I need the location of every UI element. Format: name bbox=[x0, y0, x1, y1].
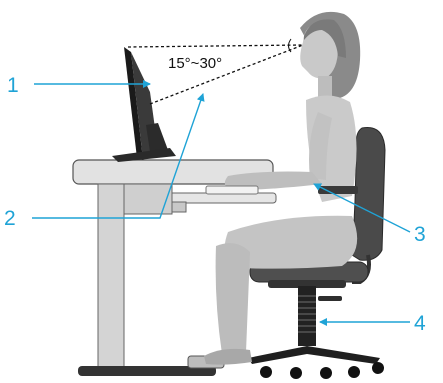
belt bbox=[318, 186, 358, 194]
foot bbox=[204, 349, 252, 365]
keyboard bbox=[206, 186, 258, 194]
chair-base bbox=[248, 346, 380, 364]
spring-rings bbox=[298, 296, 316, 332]
monitor bbox=[112, 47, 176, 162]
callout-number-2: 2 bbox=[4, 207, 16, 230]
desk-support-bar bbox=[172, 202, 186, 212]
chair-gas-spring bbox=[298, 286, 316, 346]
seated-woman bbox=[204, 12, 360, 365]
angle-label: 15°~30° bbox=[168, 55, 222, 72]
viewing-angle-wedge: 15°~30° bbox=[128, 39, 303, 104]
wheel bbox=[372, 362, 384, 374]
callout-number-1: 1 bbox=[7, 74, 19, 97]
callout-number-4: 4 bbox=[414, 312, 426, 335]
wheel bbox=[348, 366, 360, 378]
wheel bbox=[320, 367, 332, 379]
lower-sight-line bbox=[150, 45, 303, 104]
neck bbox=[318, 76, 332, 98]
chair-wheels bbox=[260, 362, 384, 379]
desk-leg-right bbox=[124, 184, 172, 214]
wheel bbox=[290, 367, 302, 379]
chair-lever bbox=[318, 296, 342, 301]
wheel bbox=[260, 366, 272, 378]
desk-leg-left bbox=[98, 184, 124, 372]
callout-number-3: 3 bbox=[414, 223, 426, 246]
horizontal-sight-line bbox=[128, 45, 303, 47]
lower-leg bbox=[216, 243, 250, 354]
callout-4: 4 bbox=[320, 312, 426, 335]
